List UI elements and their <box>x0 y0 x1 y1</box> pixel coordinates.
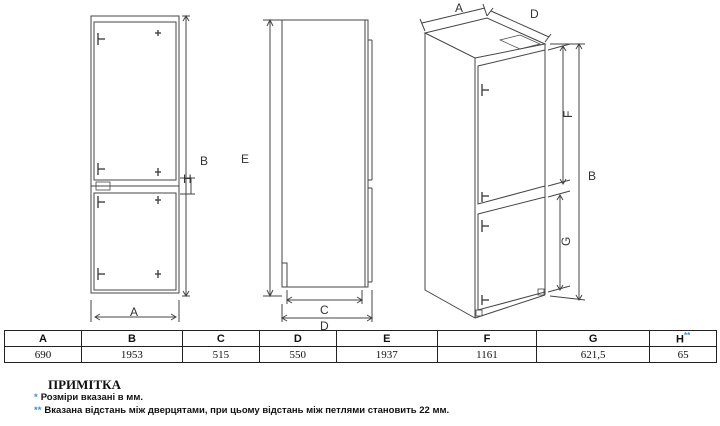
value-cell: 1937 <box>335 346 438 363</box>
asterisk-mark: * <box>34 392 38 403</box>
label-g: G <box>559 237 573 246</box>
value-cell: 515 <box>181 346 260 363</box>
header-cell: A <box>4 330 82 347</box>
dimensions-table: A B C D E F G H** 690 1953 515 550 1937 … <box>4 330 717 363</box>
label-d-iso: D <box>530 7 539 21</box>
header-cell: G <box>536 330 651 347</box>
dimension-f <box>547 43 571 187</box>
value-cell: 65 <box>649 346 717 363</box>
value-cell: 690 <box>4 346 82 363</box>
value-cell: 1953 <box>80 346 183 363</box>
isometric-view <box>419 3 586 319</box>
label-b-iso: B <box>588 169 596 183</box>
dimension-e <box>263 18 282 298</box>
label-a-iso: A <box>455 1 463 15</box>
dimension-a <box>90 300 180 322</box>
dimension-h <box>180 177 195 195</box>
dimension-d-side <box>281 290 373 322</box>
table-row: 690 1953 515 550 1937 1161 621,5 65 <box>4 346 717 363</box>
value-cell: 1161 <box>436 346 538 363</box>
label-b-front: B <box>200 154 208 168</box>
dimension-b-iso <box>549 43 586 301</box>
label-e: E <box>241 152 249 166</box>
double-asterisk-mark: ** <box>34 405 42 416</box>
header-cell: F <box>436 330 538 347</box>
label-a-front: A <box>130 305 138 319</box>
label-h: H <box>183 172 192 186</box>
value-cell: 621,5 <box>536 346 651 363</box>
side-view <box>263 18 373 322</box>
label-f: F <box>561 111 575 118</box>
dimension-a-iso <box>419 3 488 32</box>
header-cell: D <box>258 330 337 347</box>
header-cell: C <box>181 330 260 347</box>
footnote-mark: ** <box>683 331 691 341</box>
value-cell: 550 <box>258 346 337 363</box>
note-line-1: *Розміри вказані в мм. <box>34 392 143 403</box>
fridge-dimension-drawing: B H A E C D A D F G B <box>90 1 596 330</box>
dimension-c <box>286 290 363 304</box>
note-title: ПРИМІТКА <box>48 377 121 392</box>
header-cell: E <box>335 330 438 347</box>
front-view <box>90 15 195 322</box>
dimension-b <box>182 15 190 297</box>
label-c: C <box>320 303 329 317</box>
hinge-icon <box>97 30 161 280</box>
header-cell: B <box>80 330 183 347</box>
dimension-g <box>547 190 571 293</box>
dimension-d-iso <box>486 7 552 43</box>
table-header-row: A B C D E F G H** <box>4 330 717 347</box>
header-cell: H** <box>649 330 717 347</box>
label-d-side: D <box>320 319 329 330</box>
note-line-2: **Вказана відстань між дверцятами, при ц… <box>34 405 450 416</box>
